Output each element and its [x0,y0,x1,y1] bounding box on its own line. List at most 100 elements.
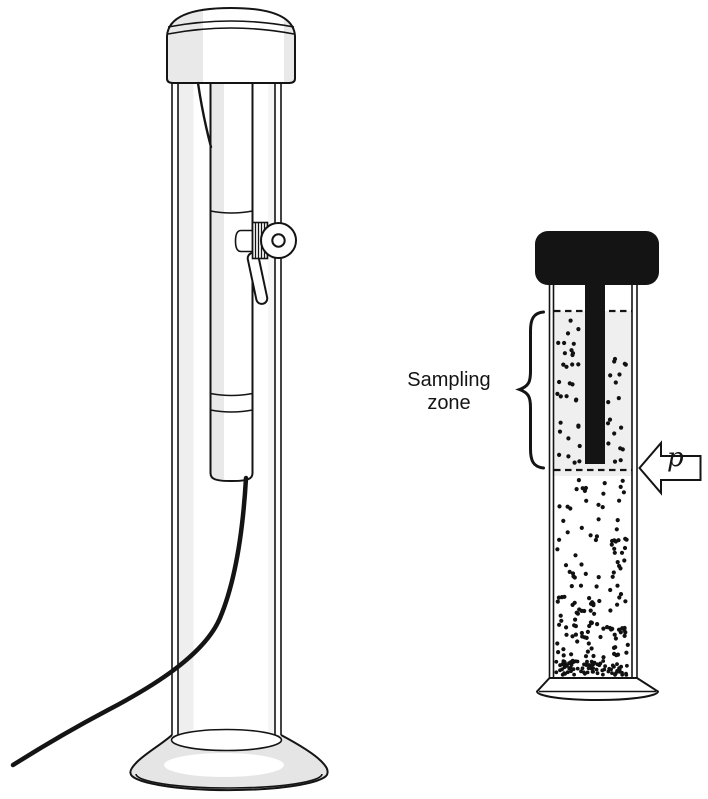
particle-dot [581,670,586,675]
particle-dot [557,379,562,385]
particle-dot [596,502,601,507]
detail-tube-base [535,677,660,701]
particle-dot [573,553,578,558]
probe-collar-line-top [210,392,253,397]
particle-dot [610,671,614,675]
particle-dot [592,611,597,616]
particle-dot [564,394,569,399]
particle-dot [588,608,593,613]
particle-dot [610,574,615,579]
sampling-zone-label: Sampling zone [392,369,506,415]
suspension-probe [209,83,254,483]
particle-dot [571,667,576,672]
particle-dot [620,478,625,483]
particle-dot [584,662,589,666]
particle-dot [571,341,576,346]
particle-dot [562,660,567,664]
particle-dot [579,525,584,531]
particle-dot [596,517,601,522]
particle-dot [584,498,589,503]
particle-dot [623,599,628,604]
particle-dot [565,504,570,509]
particle-dot [560,662,565,667]
particle-dot [558,613,563,618]
particle-dot [618,566,623,571]
base-highlight [164,753,284,777]
particle-dot [558,394,563,399]
particle-dot [615,560,620,565]
particle-dot [612,359,617,364]
particle-dot [573,624,579,629]
particle-dot [601,659,606,663]
particle-dot [612,550,617,555]
probe-shading [210,83,224,479]
particle-dot [590,669,595,674]
particle-dot [585,649,591,654]
particle-dot [575,659,580,664]
particle-dot [617,372,622,377]
particle-dot [570,362,575,367]
particle-dot [617,595,622,600]
probe-collar-line-bottom [210,409,253,413]
particle-dot [616,396,621,401]
particle-dot [561,653,566,658]
particle-dot [572,672,576,677]
sampling-zone-label-line1: Sampling [407,369,491,391]
particle-dot [575,666,580,671]
particle-dot [557,537,562,542]
particle-dot [562,351,568,356]
particle-dot [605,421,611,426]
particle-dot [609,542,614,547]
sampling-zone-detail [515,231,702,701]
detail-tube-walls [548,284,638,678]
particle-dot [566,454,571,459]
particle-dot [591,603,596,608]
particle-dot [624,673,629,677]
particle-dot [565,663,569,668]
particle-dot [569,584,574,589]
particle-dot [624,537,629,542]
particle-dot [600,668,605,673]
particle-dot [625,663,629,668]
particle-dot [571,659,575,664]
particle-dot [561,518,566,524]
particle-dot [576,478,582,483]
particle-dot [606,400,611,405]
particle-dot [576,362,581,367]
particle-dot [569,663,574,667]
particle-dot [618,630,623,635]
particle-dot [575,611,581,616]
valve-knob [260,222,297,259]
particle-dot [601,655,606,660]
particle-dot [605,625,610,630]
particle-dot [555,641,560,646]
particle-dot [624,650,629,655]
particle-dot [619,550,625,555]
particle-dot [579,630,585,636]
cap-seam-line-bottom [167,27,295,35]
particle-dot [607,417,613,422]
particle-dot [573,617,578,622]
particle-dot [587,596,592,601]
particle-dot [601,672,605,677]
particle-dot [554,659,559,664]
particle-dot [612,459,618,464]
particle-dot [617,666,621,670]
valve-neck [234,229,254,253]
particle-dot [618,592,624,597]
particle-dot [600,505,605,510]
particle-dot [591,666,595,670]
glass-cylinder [171,83,282,737]
particle-dot [572,460,577,465]
particle-dot [617,498,622,503]
sampling-zone-label-line2: zone [427,392,471,414]
particle-dot [615,602,620,607]
particle-dot [570,571,576,576]
base-rim-line [135,773,323,789]
particle-dot [574,397,579,402]
particle-dot [577,607,582,612]
particle-dot [586,641,591,646]
particle-dot [572,575,577,580]
